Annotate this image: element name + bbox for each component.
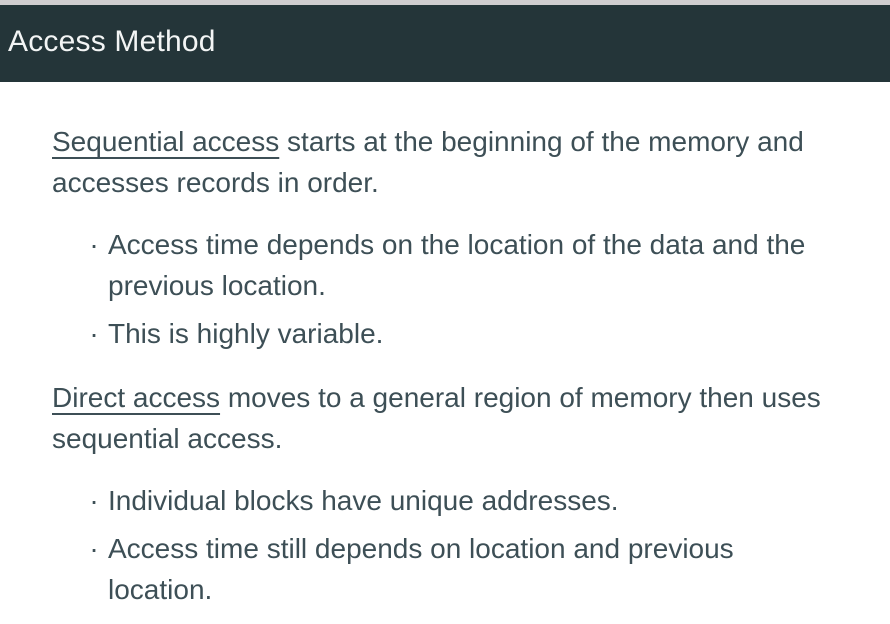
list-item: · Access time still depends on location … [52, 528, 814, 610]
bullet-dot-icon: · [89, 318, 99, 349]
term-underlined: Direct access [52, 382, 221, 413]
bullet-dot-icon: · [89, 533, 99, 564]
bullet-text: Access time still depends on location an… [108, 533, 734, 605]
bullet-text: This is highly variable. [108, 318, 384, 349]
term-underlined: Sequential access [52, 126, 280, 157]
bullet-text: Individual blocks have unique addresses. [108, 485, 619, 516]
lead-paragraph-direct-access: Direct access moves to a general region … [52, 377, 844, 459]
list-item: · Access time depends on the location of… [52, 224, 814, 306]
slide-body: Sequential access starts at the beginnin… [0, 82, 890, 610]
bullet-dot-icon: · [89, 229, 99, 260]
bullet-list-sequential-access: · Access time depends on the location of… [52, 224, 890, 354]
slide-title: Access Method [8, 24, 216, 58]
lead-paragraph-sequential-access: Sequential access starts at the beginnin… [52, 121, 844, 203]
list-item: · Individual blocks have unique addresse… [52, 480, 814, 521]
bullet-text: Access time depends on the location of t… [108, 229, 806, 301]
top-strip [0, 0, 890, 5]
lead-paragraph-text: moves to a general region of memory then… [52, 382, 821, 454]
bullet-list-direct-access: · Individual blocks have unique addresse… [52, 480, 890, 610]
list-item: · This is highly variable. [52, 313, 814, 354]
lead-paragraph-text: starts at the beginning of the memory an… [52, 126, 804, 198]
slide-header: Access Method [0, 5, 890, 82]
bullet-dot-icon: · [89, 485, 99, 516]
